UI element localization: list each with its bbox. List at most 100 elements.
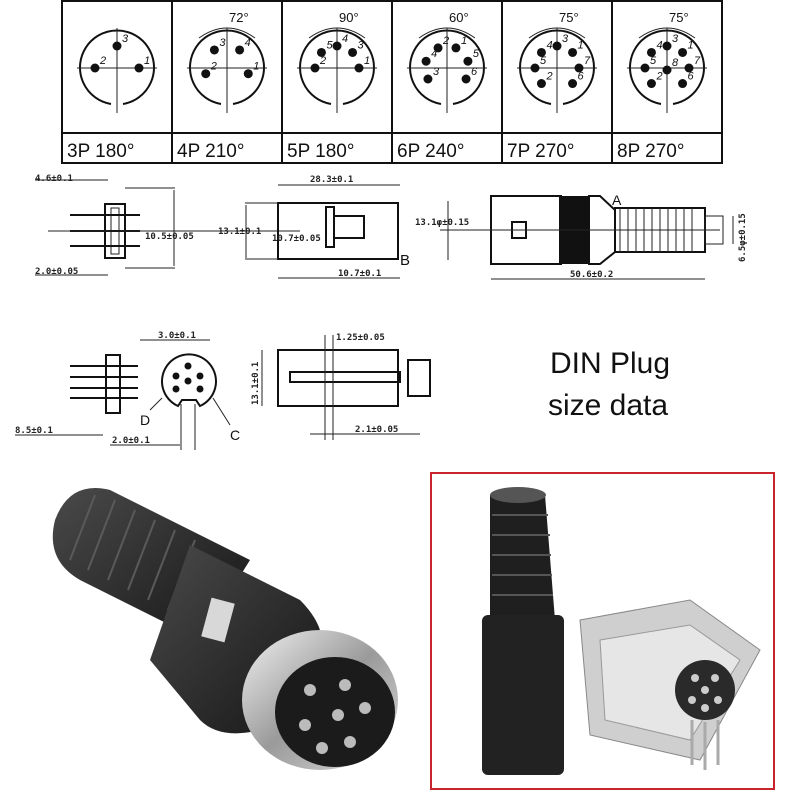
dim-13.1-phi: 13.1φ±0.15 bbox=[415, 218, 469, 228]
contact-carrier-side-view: 1.25±0.05 13.1±0.1 2.1±0.05 bbox=[251, 333, 431, 440]
pin-dot bbox=[640, 63, 650, 73]
pin-dot bbox=[423, 74, 433, 84]
pin-number: 5 bbox=[326, 39, 333, 51]
pin-number: 1 bbox=[144, 55, 150, 67]
pin-dot bbox=[536, 79, 546, 89]
pin-dot bbox=[201, 69, 211, 79]
pin-number: 6 bbox=[578, 71, 585, 83]
pin-dot bbox=[530, 63, 540, 73]
plug-photo bbox=[52, 488, 398, 770]
pin-number: 4 bbox=[431, 48, 437, 60]
pin-number: 6 bbox=[471, 66, 478, 78]
pin-number: 1 bbox=[461, 35, 467, 47]
pin-dot bbox=[662, 41, 672, 51]
dim-6.5-phi: 6.5φ±0.15 bbox=[738, 213, 748, 262]
pin-dot bbox=[451, 43, 461, 53]
pin-number: 7 bbox=[694, 55, 701, 67]
marker-a: A bbox=[612, 192, 622, 208]
pin-dot bbox=[354, 63, 364, 73]
pin-face-view: D C 2.0±0.1 bbox=[110, 353, 240, 450]
dim-10.7-inner: 10.7±0.05 bbox=[272, 234, 321, 244]
pin-number: 2 bbox=[655, 71, 662, 83]
pin-number: 2 bbox=[210, 61, 217, 73]
pin-dot bbox=[536, 47, 546, 57]
marker-c: C bbox=[230, 427, 240, 443]
marker-d: D bbox=[140, 412, 150, 428]
dim-1.25: 1.25±0.05 bbox=[336, 333, 385, 343]
pin-number: 2 bbox=[99, 55, 106, 67]
pin-config-label: 5P 180° bbox=[287, 141, 354, 162]
angle-label: 60° bbox=[449, 10, 469, 25]
parts-photo bbox=[430, 472, 775, 790]
pin-number: 3 bbox=[358, 39, 365, 51]
pin-dot bbox=[552, 41, 562, 51]
pin-config-label: 6P 240° bbox=[397, 141, 464, 162]
pin-dot bbox=[662, 65, 672, 75]
dim-13.1-side: 13.1±0.1 bbox=[251, 362, 261, 405]
pin-number: 5 bbox=[473, 48, 480, 60]
dim-8.5: 8.5±0.1 bbox=[15, 426, 53, 436]
plug-outline-drawing: 13.1φ±0.15 50.6±0.2 6.5φ±0.15 A bbox=[415, 192, 748, 280]
dim-4.6: 4.6±0.1 bbox=[35, 174, 73, 184]
angle-label: 90° bbox=[339, 10, 359, 25]
pin-dot bbox=[646, 79, 656, 89]
pin-column-1: 2 3 1 3P 180° bbox=[67, 28, 157, 162]
dim-10.7: 10.7±0.1 bbox=[338, 269, 381, 279]
pin-number: 2 bbox=[319, 55, 326, 67]
pin-number: 3 bbox=[672, 33, 679, 45]
pin-number: 5 bbox=[540, 55, 547, 67]
pin-number: 1 bbox=[578, 39, 584, 51]
dim-10.5: 10.5±0.05 bbox=[145, 232, 194, 242]
pin-number: 1 bbox=[364, 55, 370, 67]
heading-line-2: size data bbox=[548, 389, 668, 422]
pin-dot bbox=[235, 45, 245, 55]
dim-28.3: 28.3±0.1 bbox=[310, 175, 353, 185]
pin-number: 4 bbox=[656, 39, 662, 51]
pin-number: 1 bbox=[688, 39, 694, 51]
marker-b: B bbox=[400, 252, 410, 269]
dim-13.1: 13.1±0.1 bbox=[218, 227, 261, 237]
pin-number: 3 bbox=[122, 33, 129, 45]
pin-number: 3 bbox=[219, 37, 226, 49]
pin-number: 4 bbox=[546, 39, 552, 51]
pin-config-label: 3P 180° bbox=[67, 141, 134, 162]
pin-dot bbox=[568, 79, 578, 89]
angle-label: 75° bbox=[559, 10, 579, 25]
pin-dot bbox=[678, 79, 688, 89]
pin-number: 2 bbox=[545, 71, 552, 83]
dim-2.0-pitch: 2.0±0.1 bbox=[112, 436, 150, 446]
pin-dot bbox=[348, 47, 358, 57]
pin-dot bbox=[461, 74, 471, 84]
pin-dot bbox=[574, 63, 584, 73]
pin-dot bbox=[646, 47, 656, 57]
side-view-pins: 4.6±0.1 2.0±0.05 10.5±0.05 bbox=[35, 174, 300, 277]
pin-column-2: 23 41 72° 4P 210° bbox=[171, 1, 267, 163]
pin-dot bbox=[209, 45, 219, 55]
pin-number: 6 bbox=[688, 71, 695, 83]
pin-dot bbox=[684, 63, 694, 73]
heading-line-1: DIN Plug bbox=[550, 347, 670, 380]
pin-number: 2 bbox=[442, 35, 449, 47]
top-view-contact-carrier: 28.3±0.1 13.1±0.1 10.7±0.05 10.7±0.1 B bbox=[218, 175, 410, 279]
pin-config-label: 4P 210° bbox=[177, 141, 244, 162]
pin-side-view-small: 8.5±0.1 3.0±0.1 bbox=[15, 331, 210, 436]
pin-dot bbox=[316, 47, 326, 57]
pin-number: 5 bbox=[650, 55, 657, 67]
dim-2.0: 2.0±0.05 bbox=[35, 267, 78, 277]
pin-number: 1 bbox=[253, 61, 259, 73]
pin-number: 3 bbox=[562, 33, 569, 45]
pin-dot bbox=[310, 63, 320, 73]
pin-number: 4 bbox=[245, 37, 251, 49]
pin-dot bbox=[243, 69, 253, 79]
pin-dot bbox=[568, 47, 578, 57]
pin-dot bbox=[678, 47, 688, 57]
pin-dot bbox=[112, 41, 122, 51]
angle-label: 72° bbox=[229, 10, 249, 25]
angle-label: 75° bbox=[669, 10, 689, 25]
pin-dot bbox=[433, 43, 443, 53]
